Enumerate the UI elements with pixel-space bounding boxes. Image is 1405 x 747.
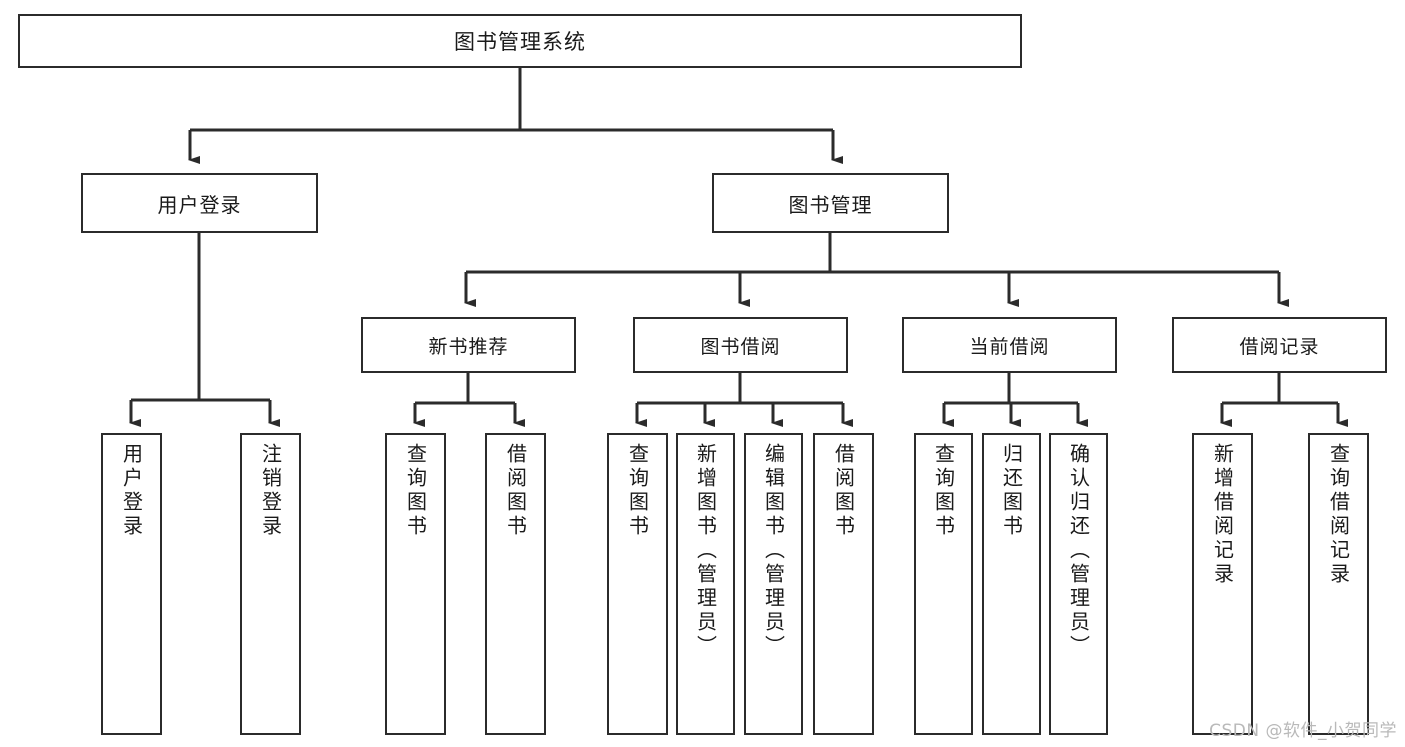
- leaf-user-login[interactable]: 用户登录: [101, 433, 162, 735]
- leaf-borrow-book[interactable]: 借阅图书: [813, 433, 874, 735]
- node-current-borrow-label: 当前借阅: [969, 335, 1050, 358]
- leaf-query-borrow-record-label: 查询借阅记录: [1326, 443, 1351, 587]
- leaf-edit-book-admin[interactable]: 编辑图书（管理员）: [744, 433, 803, 735]
- leaf-new-book-query-label: 查询图书: [403, 443, 428, 539]
- leaf-new-book-borrow[interactable]: 借阅图书: [485, 433, 546, 735]
- leaf-query-borrow-record[interactable]: 查询借阅记录: [1308, 433, 1369, 735]
- leaf-return-book-label: 归还图书: [999, 443, 1024, 539]
- leaf-add-book-admin-label: 新增图书（管理员）: [693, 443, 718, 659]
- leaf-add-book-admin[interactable]: 新增图书（管理员）: [676, 433, 735, 735]
- watermark-text: CSDN @软件_小贺同学: [1209, 721, 1397, 741]
- leaf-logout-label: 注销登录: [258, 443, 283, 539]
- node-user-login[interactable]: 用户登录: [81, 173, 318, 233]
- node-borrow-record[interactable]: 借阅记录: [1172, 317, 1387, 373]
- leaf-user-login-label: 用户登录: [119, 443, 144, 539]
- node-book-borrow-label: 图书借阅: [700, 335, 781, 358]
- leaf-new-book-query[interactable]: 查询图书: [385, 433, 446, 735]
- node-root[interactable]: 图书管理系统: [18, 14, 1022, 68]
- node-book-management[interactable]: 图书管理: [712, 173, 949, 233]
- leaf-current-query-book[interactable]: 查询图书: [914, 433, 973, 735]
- node-new-book-recommend-label: 新书推荐: [428, 335, 509, 358]
- node-current-borrow[interactable]: 当前借阅: [902, 317, 1117, 373]
- leaf-borrow-book-label: 借阅图书: [831, 443, 856, 539]
- leaf-edit-book-admin-label: 编辑图书（管理员）: [761, 443, 786, 659]
- leaf-add-borrow-record[interactable]: 新增借阅记录: [1192, 433, 1253, 735]
- node-book-borrow[interactable]: 图书借阅: [633, 317, 848, 373]
- leaf-add-borrow-record-label: 新增借阅记录: [1210, 443, 1235, 587]
- leaf-borrow-query-book[interactable]: 查询图书: [607, 433, 668, 735]
- leaf-borrow-query-book-label: 查询图书: [625, 443, 650, 539]
- leaf-return-book[interactable]: 归还图书: [982, 433, 1041, 735]
- leaf-new-book-borrow-label: 借阅图书: [503, 443, 528, 539]
- leaf-confirm-return-admin-label: 确认归还（管理员）: [1066, 443, 1091, 659]
- node-root-label: 图书管理系统: [454, 30, 586, 54]
- node-book-management-label: 图书管理: [788, 192, 873, 217]
- node-borrow-record-label: 借阅记录: [1239, 335, 1320, 358]
- node-user-login-label: 用户登录: [157, 192, 242, 217]
- node-new-book-recommend[interactable]: 新书推荐: [361, 317, 576, 373]
- leaf-logout[interactable]: 注销登录: [240, 433, 301, 735]
- leaf-current-query-book-label: 查询图书: [931, 443, 956, 539]
- leaf-confirm-return-admin[interactable]: 确认归还（管理员）: [1049, 433, 1108, 735]
